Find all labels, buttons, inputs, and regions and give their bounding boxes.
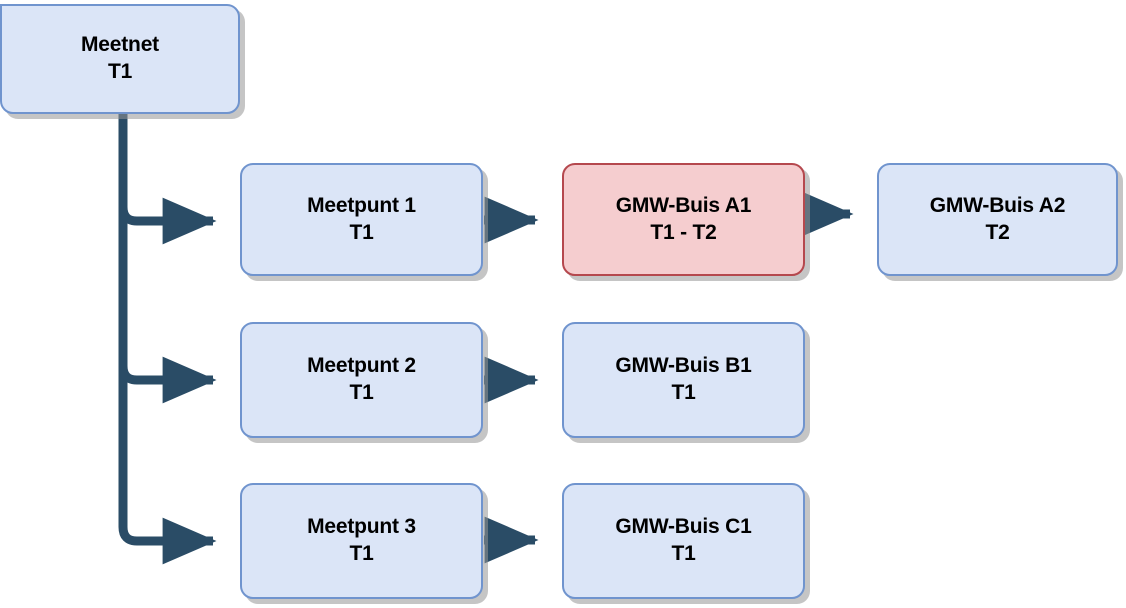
node-gmw-buis-a1[interactable]: GMW-Buis A1 T1 - T2 — [562, 163, 805, 276]
node-gmw-buis-c1-line1: GMW-Buis C1 — [615, 515, 752, 539]
connector-meetnet-to-meetpunt-2 — [118, 356, 217, 404]
node-gmw-buis-b1[interactable]: GMW-Buis B1 T1 — [562, 322, 805, 438]
node-meetnet-line1: Meetnet — [81, 33, 159, 57]
node-meetpunt-1-line2: T1 — [349, 220, 374, 244]
node-meetpunt-3[interactable]: Meetpunt 3 T1 — [240, 483, 483, 599]
node-gmw-buis-b1-line1: GMW-Buis B1 — [615, 354, 752, 378]
node-meetpunt-1[interactable]: Meetpunt 1 T1 — [240, 163, 483, 276]
node-meetnet-line2: T1 — [107, 60, 133, 83]
node-meetpunt-3-line1: Meetpunt 3 — [307, 515, 416, 539]
node-gmw-buis-b1-line2: T1 — [671, 381, 696, 404]
node-meetpunt-2-line1: Meetpunt 2 — [307, 354, 416, 378]
node-gmw-buis-a2[interactable]: GMW-Buis A2 T2 — [877, 163, 1118, 276]
node-meetnet[interactable]: Meetnet T1 — [0, 4, 240, 114]
node-gmw-buis-a1-line1: GMW-Buis A1 — [615, 193, 752, 217]
connector-meetnet-to-meetpunt-1 — [118, 197, 217, 245]
node-meetpunt-2[interactable]: Meetpunt 2 T1 — [240, 322, 483, 438]
node-gmw-buis-a2-line2: T2 — [985, 220, 1010, 244]
node-meetpunt-3-line2: T1 — [349, 542, 374, 565]
node-gmw-buis-c1-line2: T1 — [671, 542, 696, 565]
node-gmw-buis-a1-line2: T1 - T2 — [650, 220, 717, 244]
connector-meetnet-to-meetpunt-3 — [118, 517, 217, 565]
node-meetpunt-2-line2: T1 — [349, 381, 374, 404]
node-gmw-buis-c1[interactable]: GMW-Buis C1 T1 — [562, 483, 805, 599]
node-gmw-buis-a2-line1: GMW-Buis A2 — [929, 193, 1066, 217]
node-meetpunt-1-line1: Meetpunt 1 — [307, 193, 416, 217]
